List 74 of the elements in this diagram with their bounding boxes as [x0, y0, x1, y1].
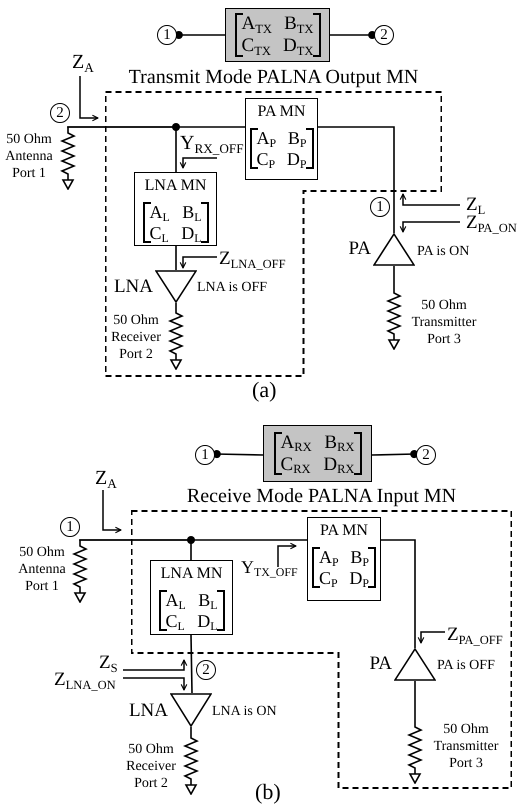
- impedance-label: Z$_{A}$: [72, 50, 94, 74]
- panel-label: (a): [252, 377, 276, 403]
- amplifier-label: PA: [347, 238, 371, 260]
- wire: [393, 266, 395, 288]
- port-number: 2: [50, 103, 70, 123]
- port-number: 1: [60, 517, 80, 537]
- port-label: 50 Ohm Receiver Port 2: [110, 312, 162, 363]
- resistor-symbol: [72, 541, 88, 603]
- state-label: PA is ON: [417, 243, 470, 260]
- resistor-symbol: [407, 722, 423, 784]
- wire: [381, 539, 416, 648]
- matrix-text: A$_{RX}$ B$_{RX}$ C$_{RX}$ D$_{RX}$: [274, 432, 362, 476]
- port-label: 50 Ohm Antenna Port 1: [4, 131, 54, 182]
- wire: [190, 634, 193, 694]
- amplifier-triangle: [170, 693, 212, 727]
- port-number: 2: [416, 445, 436, 465]
- impedance-label: Z$_{LNA_OFF}$: [219, 247, 286, 270]
- resistor-symbol: [168, 308, 184, 370]
- port-label: 50 Ohm Receiver Port 2: [125, 741, 177, 792]
- port-label: 50 Ohm Transmitter Port 3: [410, 297, 478, 348]
- matching-network-box: [150, 560, 233, 635]
- box-title: PA MN: [320, 521, 368, 540]
- admittance-label: Y$_{TX_OFF}$: [241, 556, 298, 578]
- matrix-text: A$_{P}$ B$_{P}$ C$_{P}$ D$_{P}$: [250, 128, 314, 170]
- matrix-block: [225, 8, 330, 62]
- region-title: Transmit Mode PALNA Output MN: [128, 66, 420, 88]
- amplifier-label: PA: [368, 653, 392, 675]
- amplifier-triangle: [394, 648, 436, 681]
- admittance-label: Y$_{RX_OFF}$: [180, 131, 244, 155]
- impedance-label: Z$_{A}$: [95, 466, 117, 490]
- matrix-block: [263, 425, 372, 482]
- port-number: 2: [374, 25, 394, 45]
- resistor-symbol: [183, 733, 199, 795]
- panel-label: (b): [255, 779, 281, 805]
- amplifier-triangle: [373, 233, 415, 266]
- wire: [190, 727, 192, 733]
- port-number: 1: [370, 197, 390, 217]
- matrix-text: A$_{L}$ B$_{L}$ C$_{L}$ D$_{L}$: [142, 202, 208, 244]
- state-label: LNA is ON: [212, 703, 278, 720]
- port-number: 2: [196, 660, 216, 680]
- wire: [67, 126, 177, 172]
- port-number: 1: [195, 445, 215, 465]
- matrix-text: A$_{L}$ B$_{L}$ C$_{L}$ D$_{L}$: [158, 590, 224, 632]
- port-number: 1: [157, 25, 177, 45]
- amplifier-label: LNA: [128, 700, 168, 722]
- impedance-label: Z$_{L}$: [466, 193, 486, 216]
- resistor-symbol: [386, 288, 402, 350]
- box-title: LNA MN: [144, 176, 206, 195]
- state-label: LNA is OFF: [197, 279, 268, 296]
- wire: [330, 30, 376, 40]
- matching-network-box: [307, 517, 381, 601]
- wire: [175, 246, 177, 270]
- wire: [414, 681, 416, 722]
- wire: [372, 450, 418, 458]
- region-title: Receive Mode PALNA Input MN: [186, 485, 458, 507]
- port-label: 50 Ohm Antenna Port 1: [17, 544, 67, 595]
- wire: [318, 126, 395, 233]
- matching-network-box: [245, 98, 318, 180]
- wire: [79, 539, 192, 560]
- port-label: 50 Ohm Transmitter Port 3: [432, 721, 500, 772]
- matrix-text: A$_{TX}$ B$_{TX}$ C$_{TX}$ D$_{TX}$: [234, 13, 320, 57]
- box-title: LNA MN: [160, 564, 222, 583]
- amplifier-triangle: [155, 270, 197, 303]
- resistor-symbol: [60, 128, 76, 190]
- matrix-text: A$_{P}$ B$_{P}$ C$_{P}$ D$_{P}$: [312, 547, 376, 588]
- state-label: PA is OFF: [437, 657, 496, 674]
- wire: [175, 303, 177, 308]
- wire: [212, 450, 264, 458]
- amplifier-label: LNA: [112, 276, 153, 298]
- wire: [174, 30, 225, 40]
- impedance-label: Z$_{PA_OFF}$: [447, 623, 503, 646]
- matching-network-box: [134, 172, 217, 246]
- box-title: PA MN: [258, 102, 306, 121]
- impedance-label: Z$_{S}$: [99, 651, 118, 674]
